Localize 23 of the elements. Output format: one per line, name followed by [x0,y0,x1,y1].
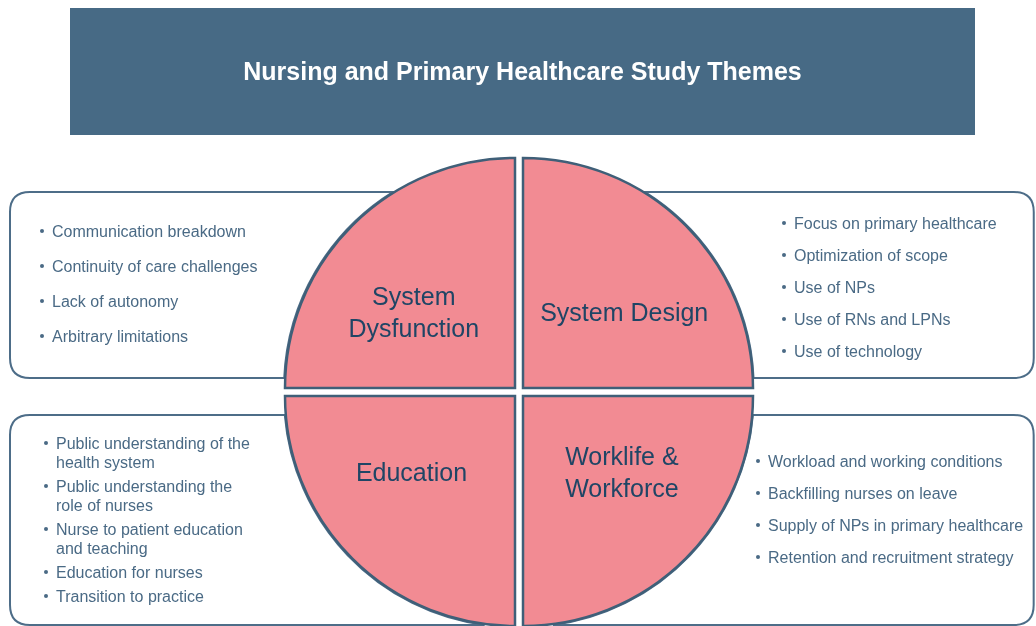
bullet-item: Public understanding the role of nurses [56,477,234,515]
bullet-item: Nurse to patient education and teaching [56,520,244,558]
bullet-item: Transition to practice [56,587,204,606]
bullet-item: Retention and recruitment strategy [768,548,1014,567]
bullet-item: Communication breakdown [52,222,246,241]
bullet-item: Supply of NPs in primary healthcare [768,516,1024,535]
bullet-item: Optimization of scope [794,246,948,265]
bullet-item: Workload and working conditions [768,452,1003,471]
bullet-item: Education for nurses [56,563,203,582]
bullet-item: Continuity of care challenges [52,257,258,276]
theme-heading: Worklife & Workforce [564,440,680,504]
title-banner: Nursing and Primary Healthcare Study Themes [70,8,975,135]
bullet-item: Arbitrary limitations [52,327,189,346]
bullet-item: Lack of autonomy [52,292,179,311]
bullet-item: Focus on primary healthcare [794,214,997,233]
theme-heading: System Design [539,297,710,329]
bullet-item: Use of NPs [794,278,875,297]
bullet-item: Backfilling nurses on leave [768,484,958,503]
bullet-item: Use of RNs and LPNs [794,310,951,329]
bullet-item: Use of technology [794,342,923,361]
bullet-item: Public understanding of the health system [56,434,251,472]
theme-heading: Education [354,456,469,488]
theme-heading: System Dysfunction [347,281,481,345]
